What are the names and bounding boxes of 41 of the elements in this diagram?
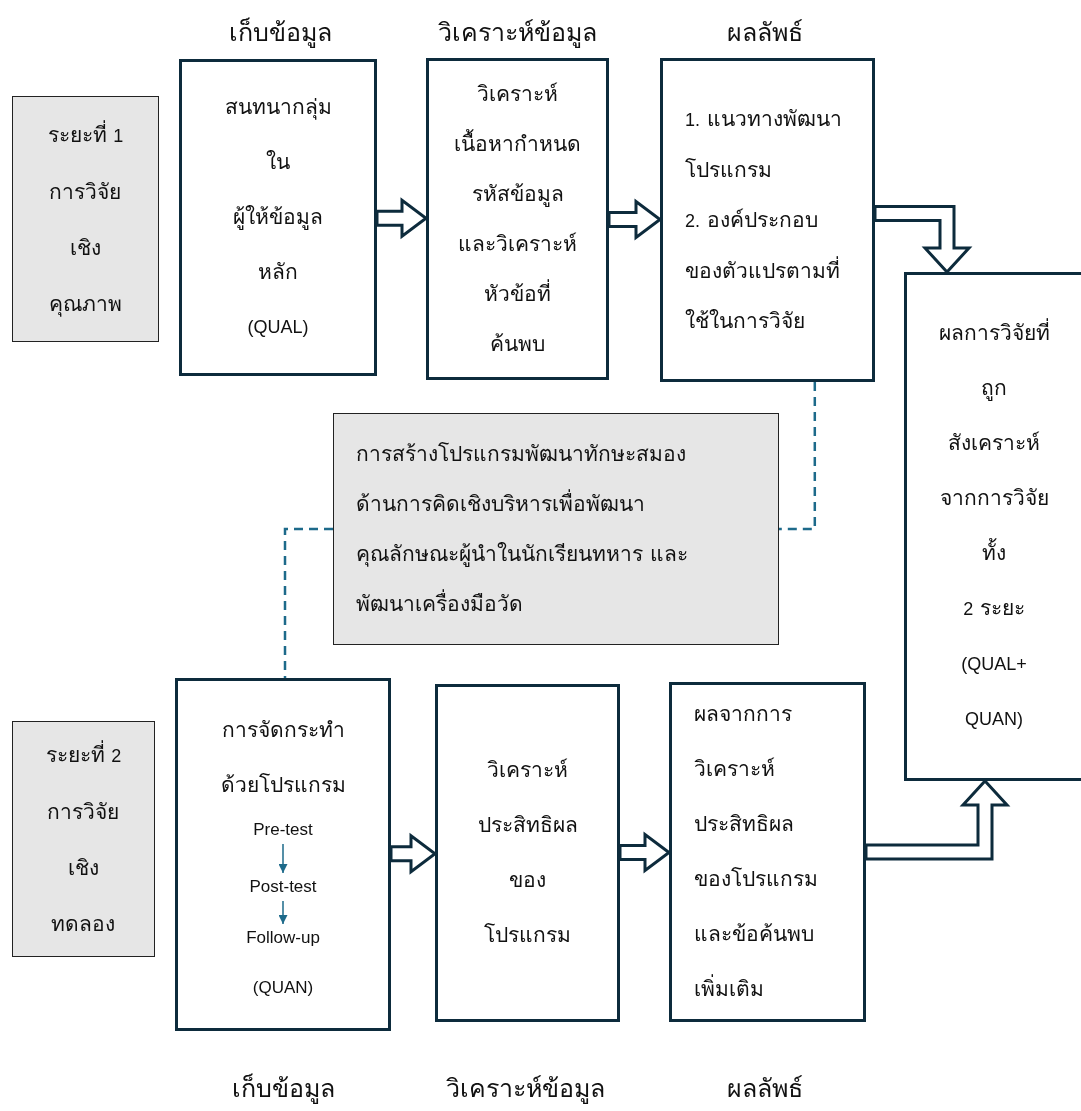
- arrow: [278, 900, 288, 925]
- box-text: วิเคราะห์ เนื้อหากำหนด รหัสข้อมูล และวิเคราะห์ หัวข้อที่ ค้นพบ: [454, 81, 581, 358]
- box-text: การจัดกระทำ ด้วยโปรแกรม: [219, 717, 347, 799]
- process-box: [435, 684, 620, 1022]
- process-box: [669, 682, 866, 1022]
- step-label: Pre-test: [253, 817, 313, 843]
- phase-box: [12, 721, 155, 957]
- block-arrow: [873, 205, 973, 275]
- result-box: [904, 272, 1081, 781]
- step-label: Follow-up: [246, 925, 320, 951]
- box-text: ระยะที่ 1 การวิจัย เชิง คุณภาพ: [47, 119, 124, 319]
- connector-line: [283, 527, 333, 678]
- column-heading: ผลลัพธ์: [727, 1073, 803, 1105]
- column-heading: เก็บข้อมูล: [231, 1072, 335, 1106]
- process-box: [175, 678, 391, 1031]
- block-arrow: [618, 831, 672, 874]
- program-box: [333, 413, 779, 645]
- box-text: ระยะที่ 2 การวิจัย เชิง ทดลอง: [45, 739, 122, 938]
- box-text: 1. แนวทางพัฒนา โปรแกรม: [685, 106, 842, 184]
- block-arrow: [389, 832, 438, 875]
- column-heading: วิเคราะห์ข้อมูล: [445, 1073, 605, 1106]
- process-box: [660, 58, 875, 382]
- box-text: สนทนากลุ่ม ใน ผู้ให้ข้อมูล หลัก (QUAL): [224, 94, 332, 339]
- arrow: [278, 843, 288, 874]
- column-heading: ผลลัพธ์: [727, 17, 803, 49]
- phase-box: [12, 96, 159, 342]
- column-heading: เก็บข้อมูล: [228, 16, 332, 50]
- data-type-label: (QUAN): [251, 977, 315, 999]
- column-heading: วิเคราะห์ข้อมูล: [437, 17, 597, 50]
- block-arrow: [864, 778, 1011, 861]
- connector-line: [779, 382, 817, 531]
- process-box: [179, 59, 377, 376]
- box-text: ผลการวิจัยที่ ถูก สังเคราะห์ จากการวิจัย ทั้ง 2 ระยะ (QUAL+ QUAN): [938, 306, 1050, 747]
- block-arrow: [607, 198, 663, 241]
- process-box: [426, 58, 609, 380]
- box-text: 2. องค์ประกอบ ของตัวแปรตามที่ ใช้ในการวิจัย: [685, 207, 840, 335]
- step-label: Post-test: [249, 874, 317, 900]
- box-text: ผลจากการ วิเคราะห์ ประสิทธิผล ของโปรแกรม และข้อค้นพบ เพิ่มเติม: [694, 701, 818, 1003]
- box-text: การสร้างโปรแกรมพัฒนาทักษะสมอง ด้านการคิดเชิงบริหารเพื่อพัฒนา คุณลักษณะผู้นำในนักเรียนทหาร และ พัฒนาเครื่องมือวัด: [356, 441, 688, 618]
- block-arrow: [375, 197, 429, 240]
- box-text: วิเคราะห์ ประสิทธิผล ของ โปรแกรม: [477, 757, 578, 949]
